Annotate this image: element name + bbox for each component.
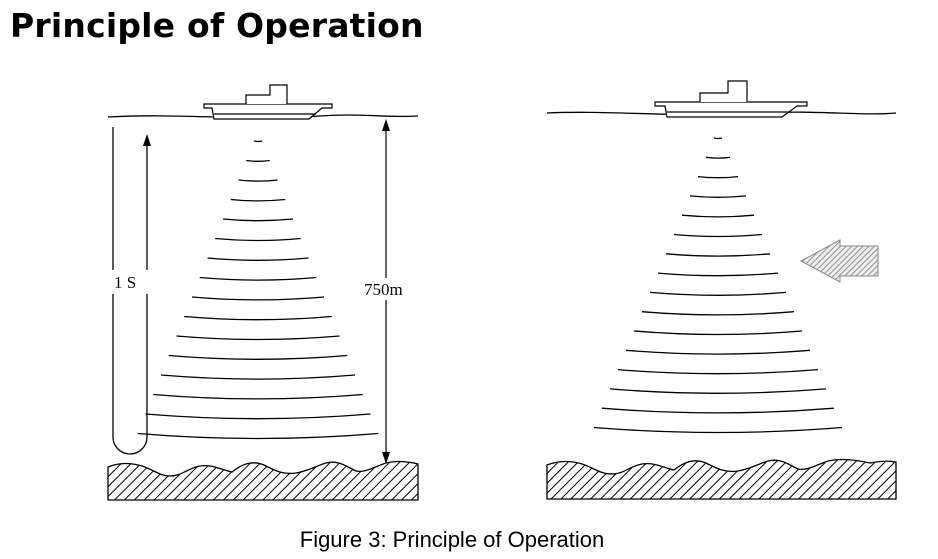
sonar-wave-arc — [253, 140, 263, 143]
sonar-wave-arc — [609, 388, 827, 394]
sonar-wave-arc — [222, 218, 294, 222]
sonar-wave-arc — [153, 393, 363, 400]
sonar-wave-arc — [697, 175, 739, 179]
sonar-wave-arc — [207, 257, 309, 261]
sonar-wave-arc — [137, 432, 379, 440]
right-panel — [546, 80, 897, 500]
ship-icon — [654, 80, 808, 118]
sonar-wave-arc — [215, 237, 301, 242]
sonar-wave-arc — [145, 413, 371, 420]
sonar-waves — [593, 137, 843, 434]
figure-caption: Figure 3: Principle of Operation — [299, 527, 605, 552]
seabed — [546, 458, 897, 500]
sonar-wave-arc — [681, 214, 755, 218]
sonar-wave-arc — [665, 253, 771, 257]
sonar-wave-arc — [625, 349, 811, 355]
sonar-waves — [137, 140, 379, 440]
travel-time-arrowhead — [143, 134, 151, 146]
sonar-wave-arc — [160, 374, 356, 380]
sonar-wave-arc — [246, 159, 270, 162]
left-panel: 1 S 750m — [107, 84, 419, 501]
sonar-wave-arc — [238, 179, 278, 182]
time-label: 1 S — [114, 273, 136, 292]
ship-icon — [203, 84, 333, 120]
sonar-wave-arc — [713, 137, 723, 140]
sonar-wave-arc — [199, 276, 317, 281]
depth-arrowhead-bottom — [382, 452, 390, 464]
sonar-wave-arc — [657, 272, 779, 277]
depth-label: 750m — [364, 280, 403, 299]
sonar-wave-arc — [617, 368, 819, 375]
sonar-wave-arc — [673, 233, 763, 238]
seabed — [107, 460, 419, 501]
travel-time-tube — [112, 127, 148, 455]
sonar-wave-arc — [176, 335, 340, 341]
sonar-wave-arc — [633, 330, 803, 336]
page-title: Principle of Operation — [10, 6, 424, 45]
hatched-left-arrow-icon — [799, 239, 879, 283]
sonar-wave-arc — [184, 315, 332, 321]
depth-arrowhead-top — [382, 119, 390, 131]
sonar-wave-arc — [641, 311, 795, 316]
sonar-wave-arc — [230, 198, 286, 202]
sonar-wave-arc — [649, 291, 787, 296]
sonar-wave-arc — [168, 354, 348, 360]
sonar-wave-arc — [191, 296, 325, 301]
sonar-wave-arc — [689, 195, 747, 198]
sonar-wave-arc — [601, 407, 835, 414]
sonar-wave-arc — [593, 426, 843, 434]
sonar-wave-arc — [705, 156, 731, 159]
